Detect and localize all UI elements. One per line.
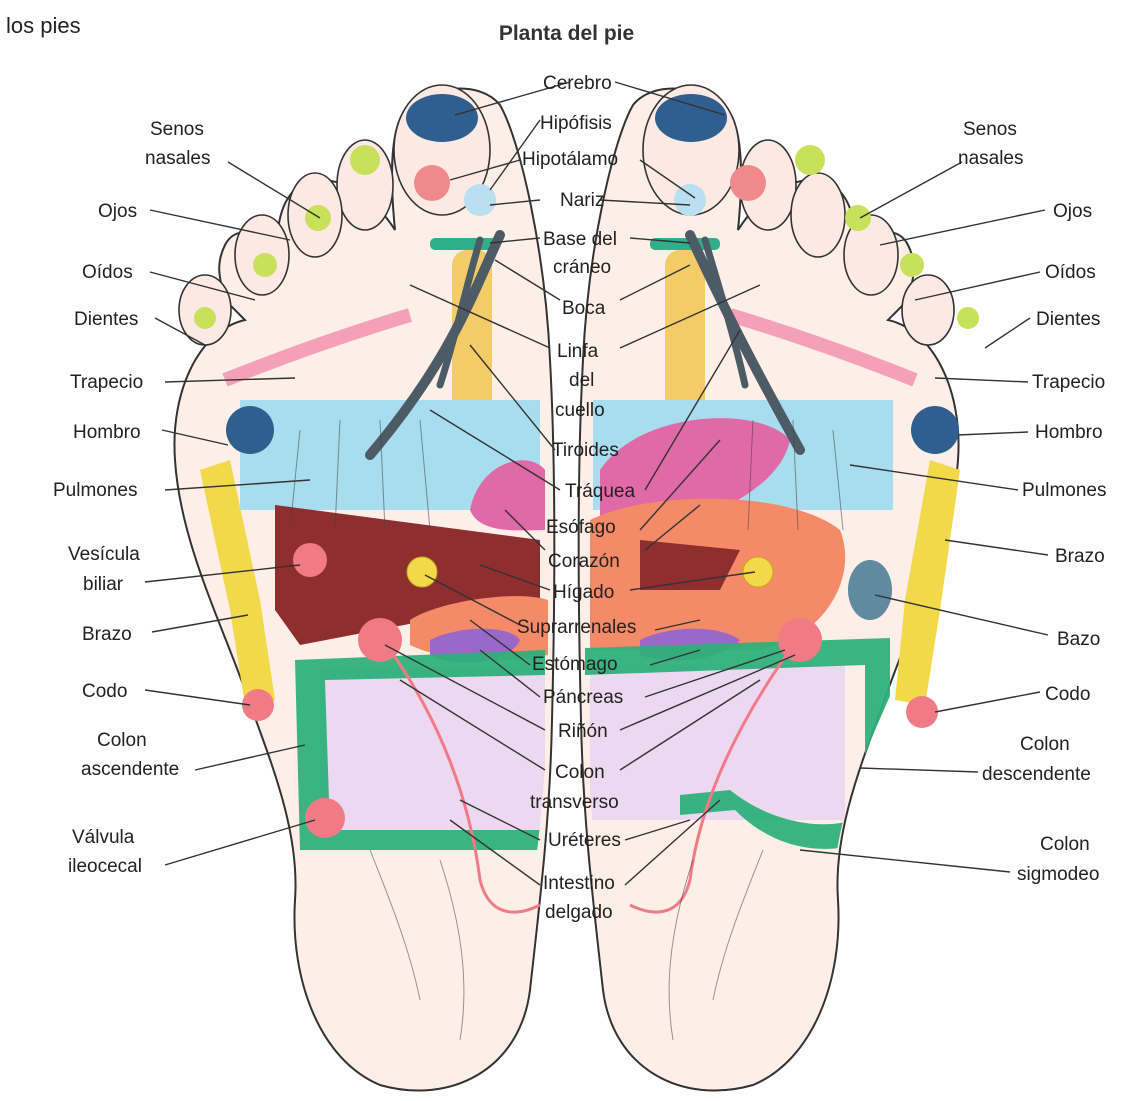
label-right-colon-d-2: descendente — [982, 764, 1091, 785]
left-sinus-4 — [194, 307, 216, 329]
label-right-oidos: Oídos — [1045, 262, 1096, 283]
label-right-colon-s-2: sigmodeo — [1017, 864, 1099, 885]
label-right-brazo: Brazo — [1055, 546, 1105, 567]
label-left-senos-1: Senos — [150, 119, 204, 140]
right-sinus-3 — [900, 253, 924, 277]
label-left-oidos: Oídos — [82, 262, 133, 283]
left-sinus-1 — [350, 145, 380, 175]
label-linfa-1: Linfa — [557, 341, 599, 362]
label-right-senos-1: Senos — [963, 119, 1017, 140]
label-intestino-1: Intestino — [543, 873, 615, 894]
label-left-brazo: Brazo — [82, 624, 132, 645]
right-toe-3 — [791, 173, 845, 257]
label-left-pulmones: Pulmones — [53, 480, 138, 501]
label-right-codo: Codo — [1045, 684, 1090, 705]
label-right-ojos: Ojos — [1053, 201, 1092, 222]
left-ileocecal-zone — [305, 798, 345, 838]
left-intestine-zone — [320, 665, 545, 830]
left-brain-zone — [406, 94, 478, 142]
label-left-vesicula-2: biliar — [83, 574, 124, 595]
label-higado: Hígado — [553, 582, 614, 603]
right-sinus-1 — [795, 145, 825, 175]
right-hypothalamus-zone — [730, 165, 766, 201]
left-sinus-2 — [305, 205, 331, 231]
left-adrenal-zone — [407, 557, 437, 587]
label-left-vesicula-1: Vesícula — [68, 544, 140, 565]
label-right-colon-d-1: Colon — [1020, 734, 1070, 755]
label-left-senos-2: nasales — [145, 148, 211, 169]
label-linfa-3: cuello — [555, 400, 605, 421]
label-right-pulmones: Pulmones — [1022, 480, 1107, 501]
label-linfa-2: del — [569, 370, 594, 391]
left-gallbladder-zone — [293, 543, 327, 577]
right-elbow-zone — [906, 696, 938, 728]
label-left-ojos: Ojos — [98, 201, 137, 222]
label-right-dientes: Dientes — [1036, 309, 1100, 330]
left-hypothalamus-zone — [414, 165, 450, 201]
label-base-2: cráneo — [553, 257, 611, 278]
label-right-bazo: Bazo — [1057, 629, 1100, 650]
label-left-codo: Codo — [82, 681, 127, 702]
label-nariz: Nariz — [560, 190, 604, 211]
right-toe-5 — [902, 275, 954, 345]
label-hipofisis: Hipófisis — [540, 113, 612, 134]
label-intestino-2: delgado — [545, 902, 613, 923]
label-left-dientes: Dientes — [74, 309, 138, 330]
right-brain-zone — [655, 94, 727, 142]
label-traquea: Tráquea — [565, 481, 635, 502]
right-sinus-2 — [845, 205, 871, 231]
right-adrenal-zone — [743, 557, 773, 587]
label-left-trapecio: Trapecio — [70, 372, 143, 393]
label-tiroides: Tiroides — [552, 440, 619, 461]
right-shoulder-zone — [911, 406, 959, 454]
right-spleen-zone — [848, 560, 892, 620]
label-boca: Boca — [562, 298, 606, 319]
label-suprarrenales: Suprarrenales — [517, 617, 636, 638]
label-right-hombro: Hombro — [1035, 422, 1103, 443]
left-sinus-3 — [253, 253, 277, 277]
label-cerebro: Cerebro — [543, 73, 612, 94]
label-ureteres: Uréteres — [548, 830, 621, 851]
label-esofago: Esófago — [546, 517, 616, 538]
label-left-colon-a-2: ascendente — [81, 759, 179, 780]
label-estomago: Estómago — [532, 654, 618, 675]
right-foot — [579, 85, 979, 1091]
right-pituitary-zone — [674, 184, 706, 216]
label-left-valvula-2: ileocecal — [68, 856, 142, 877]
label-base-1: Base del — [543, 229, 617, 250]
label-corazon: Corazón — [548, 551, 620, 572]
label-right-trapecio: Trapecio — [1032, 372, 1105, 393]
label-hipotalamo: Hipotálamo — [522, 149, 618, 170]
left-shoulder-zone — [226, 406, 274, 454]
label-left-colon-a-1: Colon — [97, 730, 147, 751]
label-colon-t-2: transverso — [530, 792, 619, 813]
label-pancreas: Páncreas — [543, 687, 623, 708]
label-right-colon-s-1: Colon — [1040, 834, 1090, 855]
right-labels: Senos nasales Ojos Oídos Dientes Trapeci… — [958, 119, 1107, 885]
right-sinus-4 — [957, 307, 979, 329]
label-colon-t-1: Colon — [555, 762, 605, 783]
label-right-senos-2: nasales — [958, 148, 1024, 169]
label-rinon: Riñón — [558, 721, 608, 742]
left-foot — [174, 85, 554, 1091]
label-left-valvula-1: Válvula — [72, 827, 135, 848]
label-left-hombro: Hombro — [73, 422, 141, 443]
